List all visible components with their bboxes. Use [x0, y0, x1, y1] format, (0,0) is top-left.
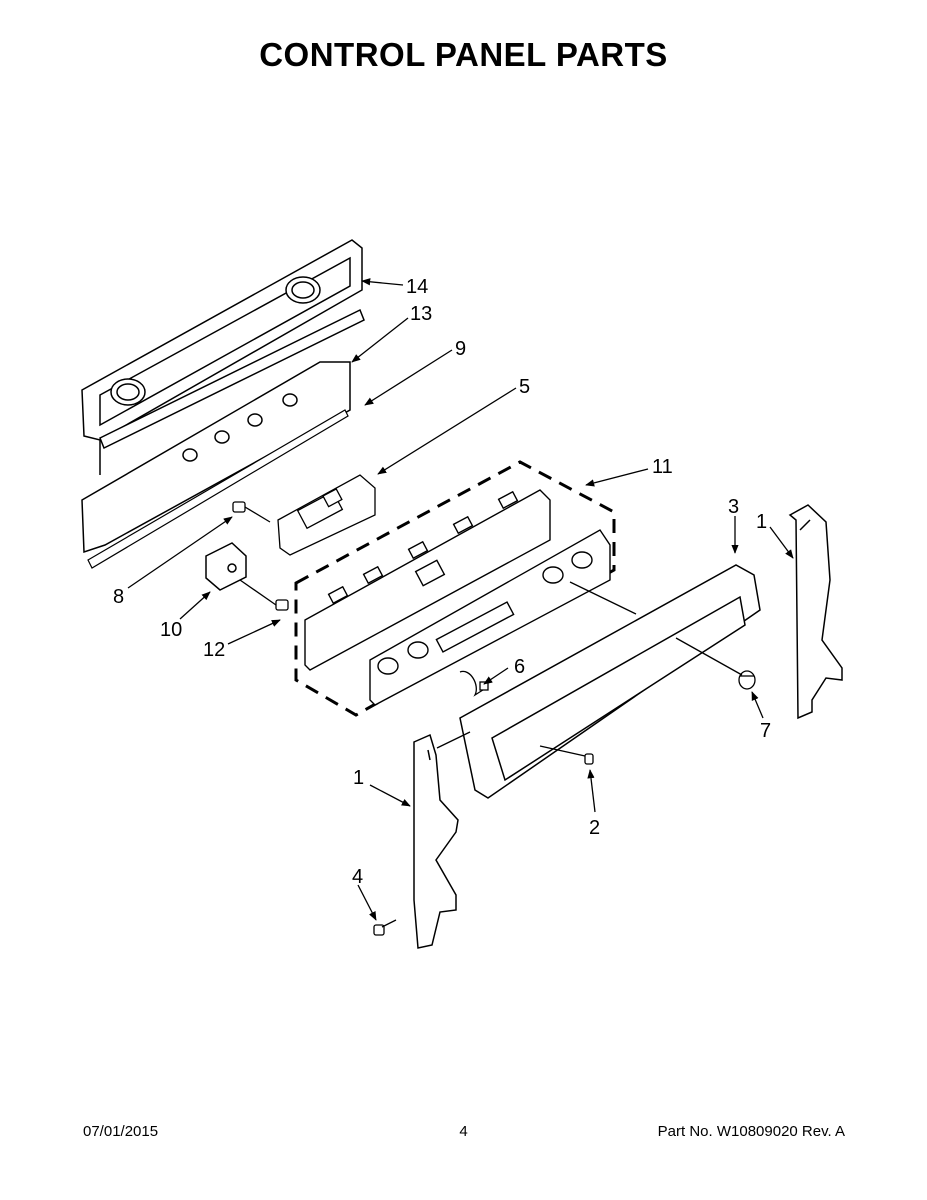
part-13-bracket	[81, 308, 365, 554]
callout-8: 8	[113, 586, 124, 608]
part-14-rear-shield	[81, 239, 363, 475]
leader-lines	[127, 278, 794, 921]
part-1-left-side-trim	[413, 733, 459, 949]
callout-7: 7	[760, 720, 771, 742]
footer-part-number: Part No. W10809020 Rev. A	[657, 1123, 845, 1140]
callout-14: 14	[406, 276, 428, 298]
part-6-wire-harness	[459, 670, 489, 697]
callout-5: 5	[519, 376, 530, 398]
part-2-screw	[584, 753, 594, 765]
callout-1-left: 1	[353, 767, 364, 789]
callout-4: 4	[352, 866, 363, 888]
part-1-right-side-trim	[788, 504, 843, 720]
part-10-switch	[205, 542, 247, 591]
footer-page-number: 4	[459, 1123, 468, 1140]
callout-10: 10	[160, 619, 182, 641]
part-12-screw	[239, 579, 289, 611]
callout-9: 9	[455, 338, 466, 360]
part-4-screw	[373, 919, 397, 936]
part-11-console-assembly	[294, 460, 616, 717]
callout-2: 2	[589, 817, 600, 839]
part-8-screw	[232, 501, 271, 523]
callout-1-right: 1	[756, 511, 767, 533]
part-3-trim	[459, 564, 761, 799]
callout-12: 12	[203, 639, 225, 661]
part-9-strip	[87, 409, 349, 569]
callout-11: 11	[652, 456, 673, 478]
callout-3: 3	[728, 496, 739, 518]
callout-6: 6	[514, 656, 525, 678]
part-7-knob	[738, 670, 756, 690]
footer-date: 07/01/2015	[83, 1123, 159, 1140]
page-title: CONTROL PANEL PARTS	[259, 36, 668, 73]
callout-13: 13	[410, 303, 432, 325]
part-5-control-board	[277, 474, 376, 556]
callout-labels: 14 13 9 5 11 3 1 8 10 12 6 7 1 2 4	[113, 276, 771, 888]
